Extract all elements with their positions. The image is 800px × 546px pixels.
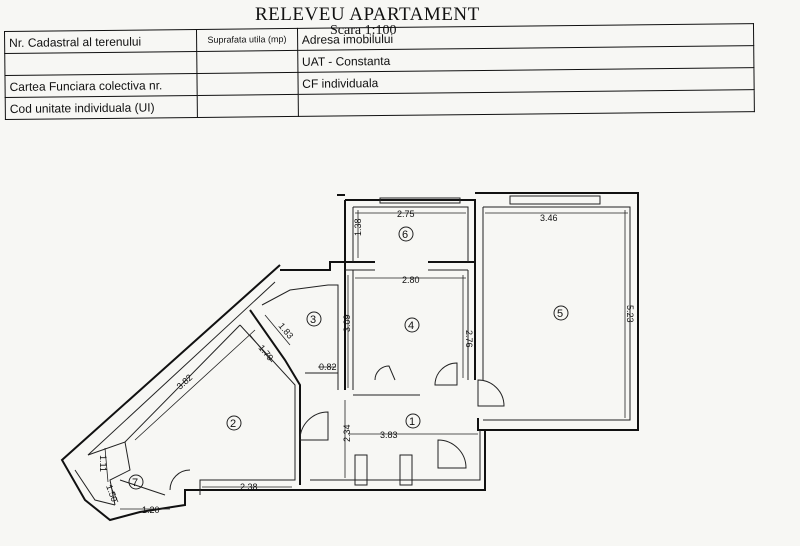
room-number: 5 [557, 308, 563, 320]
dimension-label: 2.75 [397, 209, 415, 219]
room-number: 3 [310, 314, 316, 326]
dimension-label: 3.09 [342, 314, 352, 332]
dimension-label: 1.79 [256, 343, 275, 363]
dimension-label: 3.83 [380, 430, 398, 440]
dimension-label: 2.34 [342, 424, 352, 442]
document-title: RELEVEU APARTAMENT [255, 4, 480, 25]
walls [60, 192, 639, 522]
dimension-label: 2.38 [240, 482, 258, 492]
dimension-lines [104, 210, 628, 510]
dimension-label: 1.11 [98, 455, 108, 472]
room-number: 6 [402, 229, 408, 241]
room-numbers: 1 2 3 4 5 6 7 [128, 226, 569, 490]
dimension-label: 1.20 [142, 505, 160, 515]
dimension-label: 1.83 [276, 321, 295, 341]
doors [169, 362, 505, 491]
dimension-label: 2.80 [402, 275, 420, 285]
dimension-label: 0.82 [319, 362, 337, 372]
room-number: 4 [408, 320, 414, 332]
dimension-label: 2.76 [464, 330, 474, 348]
dimension-label: 1.38 [353, 218, 363, 236]
dimension-label: 5.23 [625, 305, 635, 323]
room-number: 7 [132, 477, 138, 489]
room-number: 1 [409, 416, 415, 428]
scale-note: Scara 1:100 [330, 23, 397, 38]
room-number: 2 [230, 418, 236, 430]
dimension-label: 1.50 [104, 483, 119, 503]
dimension-label: 3.46 [540, 213, 558, 223]
